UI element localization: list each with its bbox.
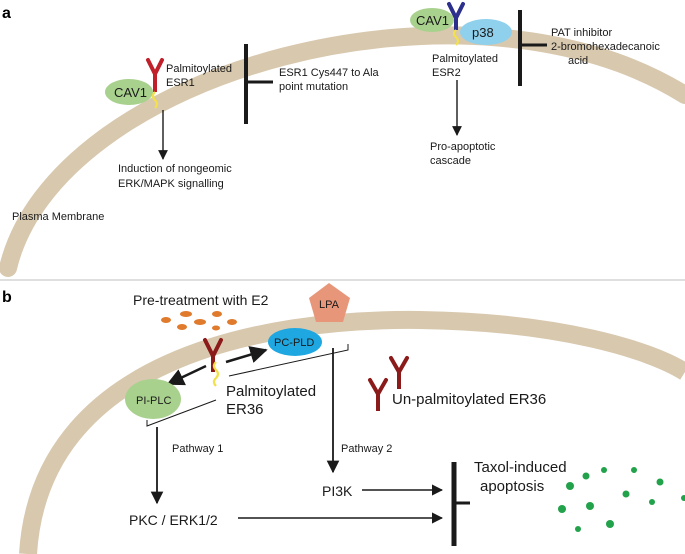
apoptotic-bodies-icon [558, 467, 685, 532]
pro-apoptotic-line2: cascade [430, 155, 471, 167]
e2-dots-icon [161, 311, 237, 331]
p38-label: p38 [472, 25, 494, 40]
plasma-membrane-a [0, 26, 685, 277]
arrow-to-pi-plc [166, 364, 207, 386]
pat-line3: acid [568, 55, 588, 67]
panel-b-label: b [2, 289, 12, 306]
palm-esr2-line2: ESR2 [432, 67, 461, 79]
palm-esr2-line1: Palmitoylated [432, 53, 498, 65]
pathway1-label: Pathway 1 [172, 443, 223, 455]
plasma-membrane-label: Plasma Membrane [12, 211, 104, 223]
pat-line1: PAT inhibitor [551, 27, 612, 39]
mutation-inhibitor-icon [244, 44, 273, 124]
arrow-to-pc-pld [225, 346, 268, 364]
mutation-line2: point mutation [279, 81, 348, 93]
pat-inhibitor-icon [518, 10, 547, 86]
pkc-erk-label: PKC / ERK1/2 [129, 512, 218, 528]
lpa-label: LPA [319, 299, 340, 311]
pc-pld-label: PC-PLD [274, 337, 314, 349]
pathway1-bracket [146, 399, 217, 427]
palm-er36-line2: ER36 [226, 401, 264, 418]
esr1-receptor-icon [146, 58, 164, 109]
taxol-line2: apoptosis [480, 478, 544, 495]
p38-kinase [460, 19, 512, 45]
palm-er36-line1: Palmitoylated [226, 383, 316, 400]
palm-esr1-line1: Palmitoylated [166, 63, 232, 75]
pc-pld-enzyme [268, 328, 322, 356]
panel-b: b Pre-treatment with E2 LPA PC-PLD Palmi… [2, 283, 685, 554]
nongenomic-line1: Induction of nongeomic [118, 163, 232, 175]
unpalm-er36-label: Un-palmitoylated ER36 [392, 391, 546, 408]
er36-palmitoylated-receptor-icon [203, 338, 223, 387]
apoptosis-inhibitor-icon [451, 462, 470, 546]
nongenomic-line2: ERK/MAPK signalling [118, 178, 224, 190]
palmitoyl-chain-icon [452, 29, 460, 46]
cav1-right-label: CAV1 [416, 13, 449, 28]
palm-esr1-line2: ESR1 [166, 77, 195, 89]
cav1-left-label: CAV1 [114, 85, 147, 100]
er36-unpalmitoylated-receptor-icon [368, 356, 409, 411]
taxol-line1: Taxol-induced [474, 459, 567, 476]
pi-plc-enzyme [125, 379, 181, 419]
cav1-right [410, 8, 454, 32]
esr2-receptor-icon [447, 2, 465, 46]
pi3k-label: PI3K [322, 483, 353, 499]
palmitoyl-chain-icon [151, 91, 159, 109]
pathway2-label: Pathway 2 [341, 443, 392, 455]
pretreatment-label: Pre-treatment with E2 [133, 292, 269, 308]
panel-a: a Plasma Membrane CAV1 Palmitoylated ESR… [0, 2, 685, 277]
cav1-left [105, 79, 153, 105]
plasma-membrane-b [19, 310, 685, 554]
pathway2-bracket [228, 344, 349, 377]
lpa-molecule [309, 283, 350, 322]
pat-line2: 2-bromohexadecanoic [551, 41, 660, 53]
panel-a-label: a [2, 5, 11, 22]
pi-plc-label: PI-PLC [136, 395, 172, 407]
pro-apoptotic-line1: Pro-apoptotic [430, 141, 496, 153]
mutation-line1: ESR1 Cys447 to Ala [279, 67, 380, 79]
palmitoyl-chain-icon [212, 361, 220, 387]
